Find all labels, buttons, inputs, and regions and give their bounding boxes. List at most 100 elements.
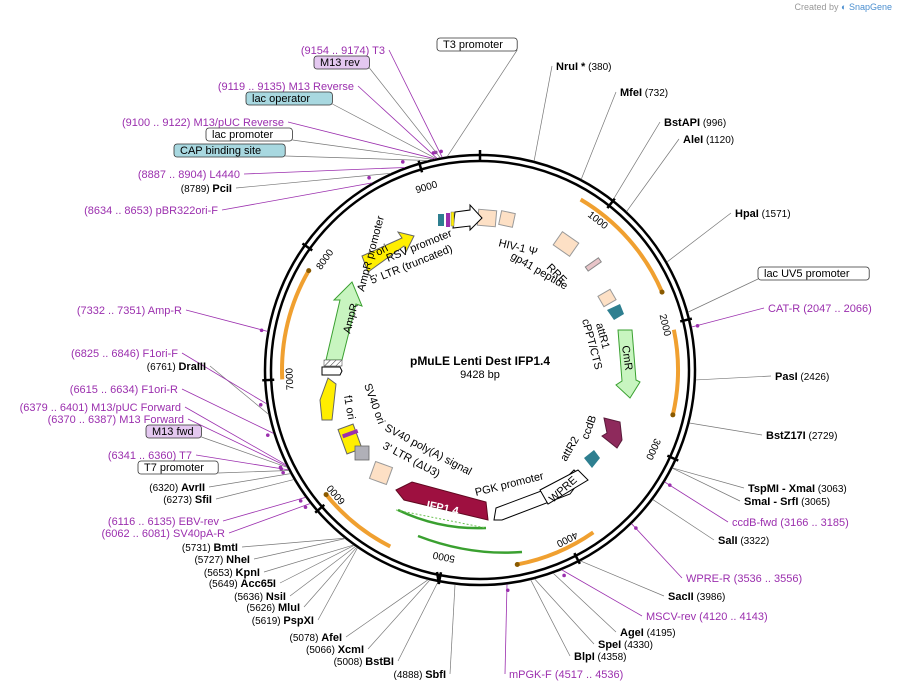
feature-box-label-lac-promoter: lac promoter (212, 129, 273, 141)
primer-callout-line (664, 481, 729, 523)
site-callout-line (345, 579, 429, 638)
f1-ori-arrow (319, 377, 337, 421)
primer-label-sv40pa-r: (6062 .. 6081) SV40pA-R (101, 528, 225, 540)
site-label-nhei: (5727) NheI (194, 554, 250, 566)
lac-marker-3 (450, 211, 455, 227)
ifp-green-bar-2 (417, 534, 523, 554)
primer-callout-line (631, 523, 683, 579)
primer-callout-line (388, 49, 443, 158)
orange-arc-4 (324, 493, 392, 549)
primer-label-wpre-r: WPRE-R (3536 .. 3556) (686, 573, 802, 585)
site-callout-line (612, 121, 661, 201)
primer-label-t3: (9154 .. 9174) T3 (301, 45, 385, 57)
feature-box-lac-operator (245, 91, 333, 106)
site-callout-line (580, 91, 617, 180)
tick-mark (301, 242, 313, 252)
primer-marker (400, 160, 405, 164)
primer-marker (258, 402, 263, 407)
primer-label-cat-r: CAT-R (2047 .. 2066) (768, 303, 872, 315)
site-label-hpai: HpaI (1571) (735, 208, 791, 220)
primer-marker (367, 175, 371, 180)
ampr-promoter-box (323, 359, 343, 367)
primer-label-l4440: (8887 .. 8904) L4440 (138, 169, 240, 181)
site-label-sacii: SacII (3986) (668, 591, 725, 603)
feature-box-label-m13-rev: M13 rev (320, 57, 360, 69)
primer-marker (265, 433, 270, 437)
credit-prefix: Created by (794, 2, 839, 12)
tick-mark (435, 571, 441, 585)
site-label-bstz17i: BstZ17I (2729) (766, 430, 837, 442)
feature-box-label-lac-uv5-promoter: lac UV5 promoter (764, 268, 850, 280)
ampr-promoter-arrow (321, 366, 343, 376)
outer-feature-arcs (280, 197, 680, 567)
primer-callout-line (504, 584, 508, 675)
t7-marker (341, 429, 359, 439)
ori-arrow (361, 231, 415, 273)
ccdb-label: ccdB (580, 414, 600, 441)
site-label-alei: AleI (1120) (683, 134, 734, 146)
tick-label: 8000 (314, 247, 336, 272)
site-callout-line (533, 65, 553, 161)
wpre-box (539, 469, 589, 505)
site-callout-line (215, 479, 294, 500)
site-label-pspxi: (5619) PspXI (252, 615, 314, 627)
site-callout-line (241, 537, 345, 548)
site-label-acc65i: (5649) Acc65I (209, 578, 276, 590)
primer-marker (505, 588, 510, 593)
gp41-box (584, 257, 602, 272)
primer-callout-line (185, 309, 268, 332)
rre-box (552, 231, 580, 257)
site-label-blpi: BlpI (4358) (574, 651, 626, 663)
site-callout-line (397, 581, 439, 662)
primer-marker (695, 323, 700, 328)
ori-label: ori (374, 242, 390, 258)
cmr-arrow (615, 329, 641, 399)
site-label-mlui: (5626) MluI (246, 602, 300, 614)
primer-marker (431, 151, 436, 155)
sv40-ori-label: SV40 ori (361, 382, 387, 426)
site-callout-line (303, 547, 357, 608)
primer-callout-line (561, 569, 643, 617)
outer-labels: NruI * (380)MfeI (732)BstAPI (996)AleI (… (20, 37, 872, 681)
ltr3-box (368, 460, 394, 486)
orange-arc-3 (516, 530, 595, 567)
orange-arc-1-head (659, 289, 665, 295)
tick-label: 5000 (432, 549, 456, 564)
plasmid-size: 9428 bp (460, 369, 500, 381)
tick-mark (679, 317, 693, 323)
site-label-agei: AgeI (4195) (620, 627, 676, 639)
cppt-box (597, 288, 617, 308)
site-callout-line (449, 584, 456, 675)
site-label-draiii: (6761) DraIII (147, 361, 206, 373)
primer-callout-line (243, 167, 405, 175)
feature-box-label-t3-promoter: T3 promoter (443, 39, 503, 51)
boxed-callout-line (332, 103, 437, 159)
site-label-sfii: (6273) SfiI (163, 494, 212, 506)
ampr-arrow (325, 281, 363, 361)
tick-mark (314, 503, 326, 514)
primer-label-m13-puc-forward: (6379 .. 6401) M13/pUC Forward (20, 402, 181, 414)
primer-label-ccdb-fwd: ccdB-fwd (3166 .. 3185) (732, 517, 849, 529)
site-callout-line (317, 547, 358, 621)
site-label-smai-srfi: SmaI - SrfI (3065) (744, 496, 830, 508)
primer-label-t7: (6341 .. 6360) T7 (108, 450, 192, 462)
primer-marker (259, 328, 264, 333)
primer-label-amp-r: (7332 .. 7351) Amp-R (77, 305, 182, 317)
inner-features (319, 203, 641, 554)
primer-marker (562, 573, 566, 578)
plasmid-name: pMuLE Lenti Dest IFP1.4 (410, 354, 550, 368)
site-callout-line (695, 375, 772, 381)
primer-label-f1ori-r: (6615 .. 6634) F1ori-R (70, 384, 178, 396)
hiv-psi-box (498, 210, 516, 228)
site-callout-line (253, 538, 346, 560)
attr2-marker (584, 450, 600, 468)
site-callout-line (652, 499, 715, 541)
site-label-spei: SpeI (4330) (598, 639, 653, 651)
feature-box-m13-fwd (145, 424, 202, 439)
f1-ori-label: f1 ori (341, 394, 357, 420)
orange-arc-2 (670, 329, 680, 416)
callout-lines (181, 49, 772, 675)
site-callout-line (208, 473, 291, 488)
site-label-sali: SalI (3322) (718, 535, 769, 547)
